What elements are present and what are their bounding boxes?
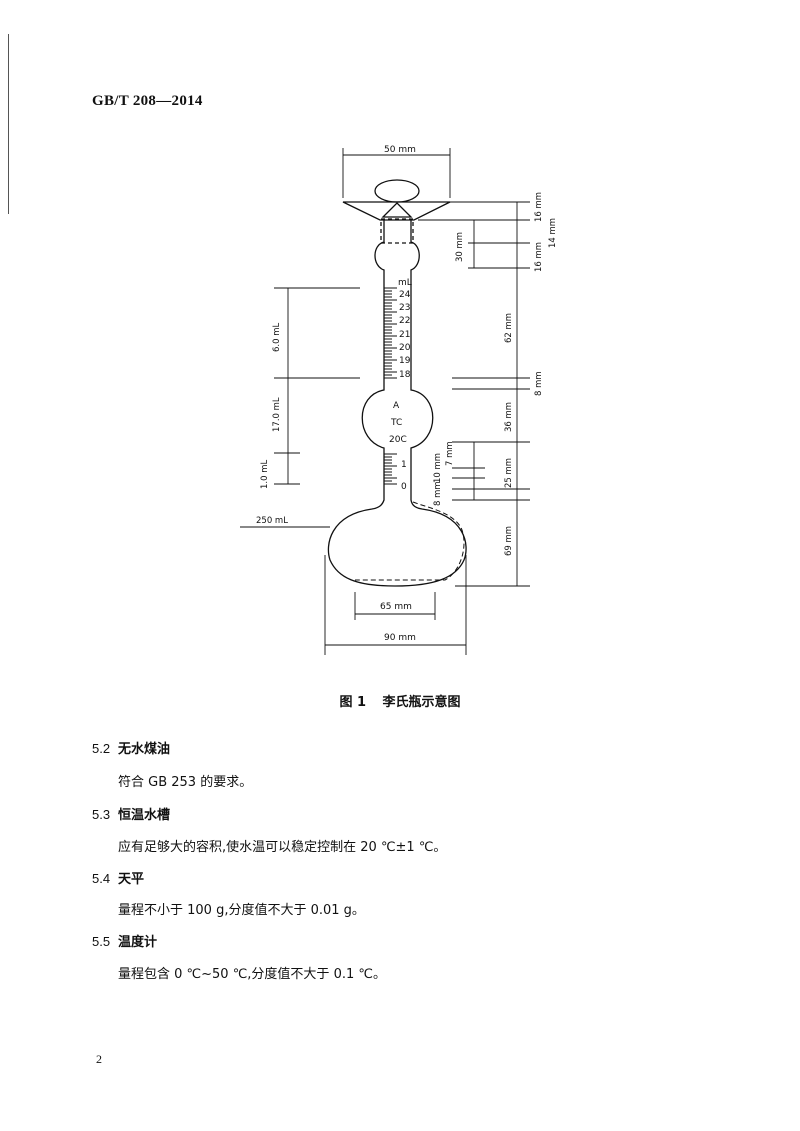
dim-8mm: 8 mm xyxy=(534,371,544,396)
bulb-mark-tc: TC xyxy=(390,418,402,428)
vol-1ml: 1.0 mL xyxy=(260,460,270,489)
stopper-triangle xyxy=(381,202,413,218)
upper-graduations xyxy=(384,287,397,379)
dim-top-width: 50 mm xyxy=(384,145,416,155)
scale-21: 21 xyxy=(399,330,410,340)
scale-1: 1 xyxy=(401,460,407,470)
scale-24: 24 xyxy=(399,290,411,300)
dim-14mm: 14 mm xyxy=(548,218,558,248)
dim-65mm: 65 mm xyxy=(380,602,412,612)
dim-62mm: 62 mm xyxy=(504,313,514,343)
dim-36mm: 36 mm xyxy=(504,402,514,432)
section-5-5-text: 量程包含 0 ℃~50 ℃,分度值不大于 0.1 ℃。 xyxy=(118,967,386,982)
dim-90mm: 90 mm xyxy=(384,633,416,643)
scale-20: 20 xyxy=(399,343,411,353)
figure-title: 李氏瓶示意图 xyxy=(382,695,461,710)
figure-caption: 图 1 李氏瓶示意图 xyxy=(0,691,800,710)
vol-17ml: 17.0 mL xyxy=(272,397,282,432)
funnel-top xyxy=(342,201,451,221)
dim-8mm-lower: 8 mm xyxy=(433,481,443,506)
dim-25mm: 25 mm xyxy=(504,458,514,488)
dim-10mm: 10 mm xyxy=(433,453,443,483)
dim-16mm-bottom: 16 mm xyxy=(534,242,544,272)
section-5-3-text: 应有足够大的容积,使水温可以稳定控制在 20 ℃±1 ℃。 xyxy=(118,840,447,855)
dim-30mm: 30 mm xyxy=(455,232,465,262)
dim-69mm: 69 mm xyxy=(504,526,514,556)
stopper-plug xyxy=(380,218,414,244)
le-chatelier-flask-diagram: mL 24 23 22 21 20 19 18 A TC 20C 1 0 50 … xyxy=(240,145,558,655)
page-number: 2 xyxy=(96,1052,102,1066)
scale-unit: mL xyxy=(398,278,412,288)
standard-header: GB/T 208—2014 xyxy=(92,93,203,109)
vol-250ml: 250 mL xyxy=(256,516,288,526)
bulb-mark-a: A xyxy=(393,401,400,411)
vol-6ml: 6.0 mL xyxy=(272,323,282,352)
scale-19: 19 xyxy=(399,356,411,366)
section-5-4-text: 量程不小于 100 g,分度值不大于 0.01 g。 xyxy=(118,903,365,918)
flask-outline xyxy=(327,220,467,587)
page-edge-line xyxy=(8,34,9,214)
section-5-2-text: 符合 GB 253 的要求。 xyxy=(118,775,253,790)
scale-23: 23 xyxy=(399,303,410,313)
stopper-knob xyxy=(374,179,420,203)
scale-0: 0 xyxy=(401,482,407,492)
figure-number: 图 1 xyxy=(339,695,367,710)
flask-inner-dashed xyxy=(355,501,465,581)
scale-18: 18 xyxy=(399,370,411,380)
bulb-mark-20c: 20C xyxy=(389,435,407,445)
scale-22: 22 xyxy=(399,316,410,326)
dim-7mm: 7 mm xyxy=(445,441,455,466)
dim-16mm-top: 16 mm xyxy=(534,192,544,222)
lower-graduations xyxy=(384,453,397,485)
